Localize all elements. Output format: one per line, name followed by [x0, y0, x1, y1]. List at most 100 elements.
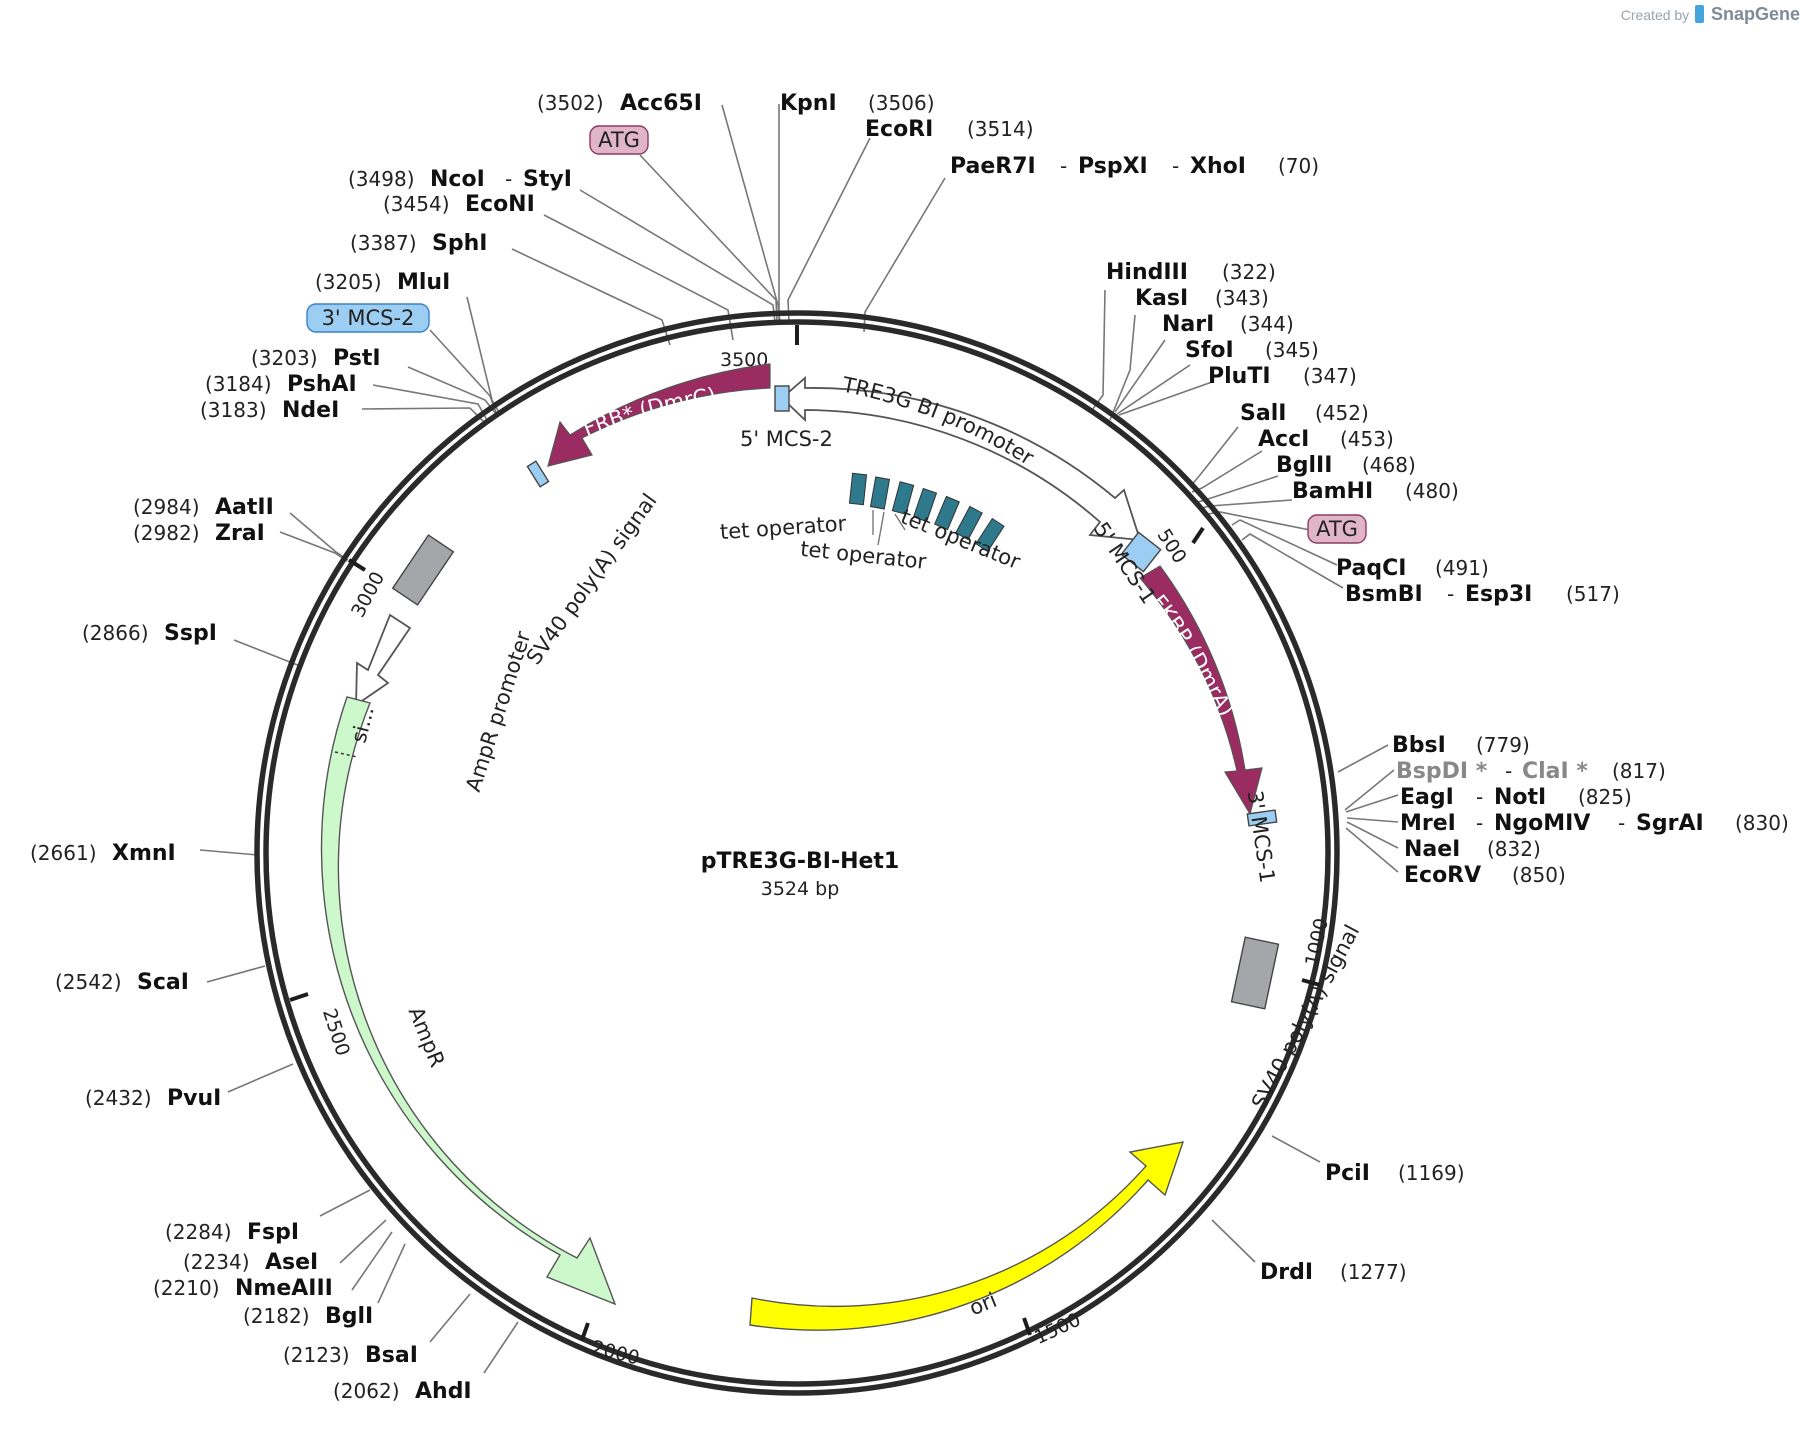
- backbone-inner-strand: [263, 319, 1331, 1387]
- credit-text: Created by: [1620, 7, 1690, 23]
- mcs1-3-label: 3' MCS-1: [1243, 789, 1280, 884]
- atg-label-right: ATG: [1316, 517, 1358, 541]
- site-pos-xmni: (2661): [30, 841, 97, 865]
- site-pvui: PvuI: [167, 1086, 221, 1111]
- atg-tag-right: [1307, 514, 1367, 544]
- tet-operator-box-1: [848, 472, 868, 506]
- frb-arrow-label: FRB* (DmrC): [580, 383, 718, 441]
- site-pos-pshai: (3184): [205, 372, 272, 396]
- connector-eagi: [1345, 794, 1399, 813]
- site-aatii: AatII: [215, 495, 274, 520]
- site-sgrai: SgrAI: [1636, 811, 1704, 836]
- site-pos-psti: (3203): [251, 346, 318, 370]
- connector-ecorv: [1345, 827, 1399, 873]
- connector-sfoi: [1116, 364, 1191, 415]
- site-ncoi: NcoI: [430, 167, 485, 192]
- mcs2-3-label: 3' MCS-2: [322, 306, 415, 330]
- site-pos-ecori: (3514): [967, 117, 1034, 141]
- connector-asei: [339, 1219, 387, 1264]
- atg-tags: ATG ATG: [589, 125, 1367, 544]
- site-hindiii: HindIII: [1106, 260, 1188, 285]
- site-pos-kasi: (343): [1215, 286, 1269, 310]
- site-pcii: PciI: [1325, 1161, 1370, 1186]
- site-pos-fspi: (2284): [165, 1220, 232, 1244]
- site-pos-sspi: (2866): [82, 621, 149, 645]
- site-paer7i: PaeR7I: [950, 154, 1036, 179]
- connector-psti: [407, 366, 497, 415]
- site-pos-drdi: (1277): [1340, 1260, 1407, 1284]
- site-xhoi: XhoI: [1190, 154, 1246, 179]
- connector-pluti: [1118, 381, 1213, 416]
- mcs-boxes: [526, 385, 1278, 827]
- mcs2-5-box: [774, 385, 790, 412]
- site-pos-hindiii: (322): [1222, 260, 1276, 284]
- connector-aatii: [289, 512, 349, 561]
- site-bbsi: BbsI: [1392, 733, 1446, 758]
- site-pos-bgli: (2182): [243, 1304, 310, 1328]
- site-pos-pluti: (347): [1303, 364, 1357, 388]
- site-pos-scai: (2542): [55, 970, 122, 994]
- site-pos-mlui: (3205): [315, 270, 382, 294]
- tet-operator-box-6: [955, 505, 983, 541]
- site-ahdi: AhdI: [415, 1379, 472, 1404]
- connector-ndei: [361, 407, 485, 423]
- site-asei: AseI: [265, 1250, 318, 1275]
- connector-scai: [206, 965, 266, 983]
- site-econi: EcoNI: [465, 192, 535, 217]
- site-pluti: PluTI: [1208, 364, 1271, 389]
- site-eagi: EagI: [1400, 785, 1454, 810]
- atg-label-top: ATG: [598, 128, 640, 152]
- site-sspi: SspI: [164, 621, 217, 646]
- site-scai: ScaI: [137, 970, 189, 995]
- connector-mrei: [1346, 817, 1399, 823]
- tet-operator-label-2: tet operator: [799, 537, 928, 574]
- site-clai: ClaI *: [1522, 759, 1588, 784]
- site-bsai: BsaI: [365, 1343, 418, 1368]
- site-mlui: MluI: [397, 270, 450, 295]
- connector-pcii: [1271, 1135, 1321, 1163]
- site-bgli: BglI: [325, 1304, 373, 1329]
- tet-operator-box-4: [912, 487, 938, 523]
- site-fspi: FspI: [247, 1220, 299, 1245]
- site-pos-sfoi: (345): [1265, 338, 1319, 362]
- sep-2: -: [1172, 154, 1179, 178]
- site-styi: StyI: [523, 167, 572, 192]
- site-nmeaiii: NmeAIII: [235, 1276, 333, 1301]
- tet-operator-connectors: [872, 510, 906, 546]
- connector-bspdi: [1344, 769, 1395, 811]
- connector-mlui: [466, 296, 501, 415]
- ampr-arrow: [320, 696, 617, 1306]
- connector-bsmbi: [1241, 533, 1344, 589]
- snapgene-logo-icon: [1695, 5, 1705, 23]
- connector-sspi: [233, 639, 301, 667]
- site-pos-ndei: (3183): [200, 398, 267, 422]
- site-pos-ecorv: (850): [1512, 863, 1566, 887]
- site-sali: SalI: [1240, 401, 1286, 426]
- mcs2-5-label: 5' MCS-2: [740, 427, 833, 451]
- connector-bgli: [377, 1243, 406, 1304]
- connector-ahdi: [483, 1321, 519, 1374]
- site-pos-ahdi: (2062): [333, 1379, 400, 1403]
- site-pos-sgrai: (830): [1735, 811, 1789, 835]
- connector-sphi: [511, 248, 671, 346]
- site-pos-kpni: (3506): [868, 91, 935, 115]
- connector-zrai: [279, 531, 348, 562]
- site-ndei: NdeI: [282, 398, 339, 423]
- site-sphi: SphI: [432, 231, 487, 256]
- mcs2-3-box: [526, 460, 550, 488]
- connector-nmeaiii: [351, 1231, 393, 1291]
- site-pos-acci: (453): [1340, 427, 1394, 451]
- site-bamhi: BamHI: [1292, 479, 1373, 504]
- site-pos-naei: (832): [1487, 837, 1541, 861]
- tet-operator-box-2: [869, 476, 891, 510]
- site-mrei: MreI: [1400, 811, 1456, 836]
- sep-1: -: [1060, 154, 1067, 178]
- sep-8: -: [1618, 811, 1625, 835]
- site-pos-clai: (817): [1612, 759, 1666, 783]
- backbone-outer-strand: [254, 310, 1340, 1396]
- sep-6: -: [1476, 785, 1483, 809]
- tick-2000: [580, 1322, 590, 1341]
- site-acc65i: Acc65I: [620, 91, 702, 116]
- mcs1-5-box: [1120, 531, 1162, 573]
- snapgene-credit: Created by SnapGene: [1621, 4, 1800, 25]
